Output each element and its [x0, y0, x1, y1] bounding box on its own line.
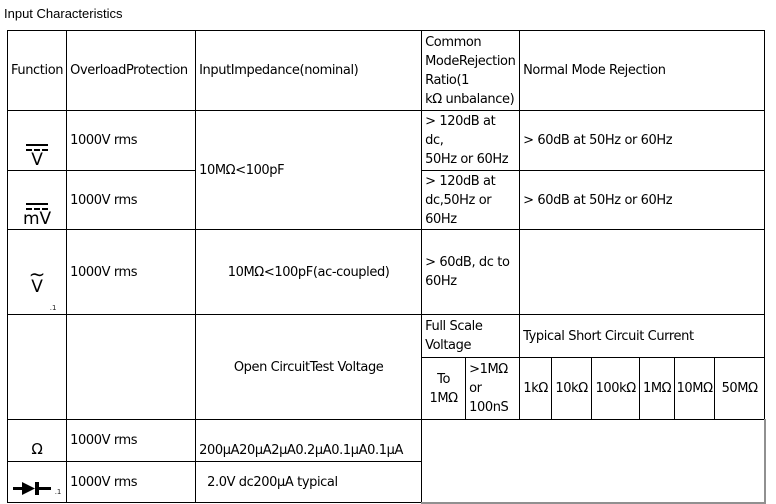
cell-bottom-right-empty	[421, 419, 766, 504]
col-header-function: Function	[6, 30, 68, 111]
cell-vac-function: ∼ V .1	[6, 229, 68, 315]
row-vdc: V 1000V rms 10MΩ<100pF > 120dB at dc, 50…	[6, 110, 766, 230]
cell-vdc-cmrr: > 120dB at dc, 50Hz or 60Hz	[421, 110, 521, 171]
cell-vac-cmrr: > 60dB, dc to 60Hz	[421, 229, 521, 315]
diode-symbol: .1	[12, 481, 62, 496]
cell-gt-1m: >1MΩ or 100nS	[465, 357, 521, 420]
resistance-symbol: Ω	[31, 440, 43, 458]
cell-ohm-current: 200µA20µA2µA0.2µA0.1µA0.1µA	[195, 419, 423, 462]
input-characteristics-table: Function OverloadProtection InputImpedan…	[6, 30, 766, 504]
cell-typical-short-circuit-current: Typical Short Circuit Current	[519, 314, 766, 358]
row-ohm: Ω 1000V rms 200µA20µA2µA0.2µA0.1µA0.1µA	[6, 419, 766, 504]
cell-vdc-overload: 1000V rms	[66, 110, 197, 171]
diode-footnote: .1	[54, 488, 62, 496]
cell-empty-overload	[66, 314, 197, 420]
cell-res-1k: 1kΩ	[519, 357, 553, 420]
cell-ohm-overload: 1000V rms	[66, 419, 197, 462]
row-mvdc: mV 1000V rms > 120dB at dc,50Hz or 60Hz …	[6, 170, 766, 230]
cell-shared-impedance: 10MΩ<100pF	[195, 110, 423, 230]
dc-voltage-letter: V	[31, 149, 43, 170]
cell-mvdc-overload: 1000V rms	[66, 170, 197, 230]
cell-mvdc-nmr: > 60dB at 50Hz or 60Hz	[519, 170, 766, 230]
cell-vac-nmr-empty	[519, 229, 766, 315]
cell-open-circuit-test-voltage: Open CircuitTest Voltage	[195, 314, 423, 420]
dc-solid-line	[26, 203, 49, 205]
dc-voltage-symbol: V	[26, 143, 49, 170]
dc-millivolt-letter: mV	[22, 209, 52, 229]
cell-full-scale-voltage: Full Scale Voltage	[421, 314, 521, 358]
cell-res-1m: 1MΩ	[639, 357, 676, 420]
dc-dashed-line	[26, 208, 49, 210]
cell-mvdc-cmrr: > 120dB at dc,50Hz or 60Hz	[421, 170, 521, 230]
cell-res-50m: 50MΩ	[714, 357, 766, 420]
cell-ohm-function: Ω	[6, 419, 68, 462]
ac-voltage-symbol: ∼ V .1	[29, 249, 57, 314]
col-header-normal-mode-rejection: Normal Mode Rejection	[519, 30, 766, 111]
cell-res-10k: 10kΩ	[551, 357, 593, 420]
cell-vac-overload: 1000V rms	[66, 229, 197, 315]
cell-diode-function: .1	[6, 461, 68, 503]
cell-vac-impedance: 10MΩ<100pF(ac-coupled)	[195, 229, 423, 315]
cell-vdc-function: V	[6, 110, 68, 171]
cell-empty-function	[6, 314, 68, 420]
col-header-cmrr: Common ModeRejection Ratio(1 kΩ unbalanc…	[421, 30, 521, 111]
vac-footnote: .1	[49, 304, 57, 312]
dc-dashed-line	[26, 148, 49, 151]
dc-millivolt-symbol: mV	[22, 203, 52, 229]
cell-res-10m: 10MΩ	[674, 357, 716, 420]
col-header-overload-protection: OverloadProtection	[66, 30, 197, 111]
cell-diode-voltage: 2.0V dc200µA typical	[195, 461, 423, 503]
cell-diode-overload: 1000V rms	[66, 461, 197, 503]
row-vac: ∼ V .1 1000V rms 10MΩ<100pF(ac-coupled) …	[6, 229, 766, 315]
ac-voltage-letter: V	[31, 277, 43, 297]
dc-solid-line	[26, 143, 49, 146]
page-title: Input Characteristics	[4, 6, 123, 21]
cell-mvdc-function: mV	[6, 170, 68, 230]
header-row: Function OverloadProtection InputImpedan…	[6, 30, 766, 111]
diode-icon	[12, 482, 51, 495]
cell-to-1m: To 1MΩ	[421, 357, 467, 420]
cell-vdc-nmr: > 60dB at 50Hz or 60Hz	[519, 110, 766, 171]
col-header-input-impedance: InputImpedance(nominal)	[195, 30, 423, 111]
row-test-voltage: Open CircuitTest Voltage Full Scale Volt…	[6, 314, 766, 420]
cell-res-100k: 100kΩ	[591, 357, 641, 420]
